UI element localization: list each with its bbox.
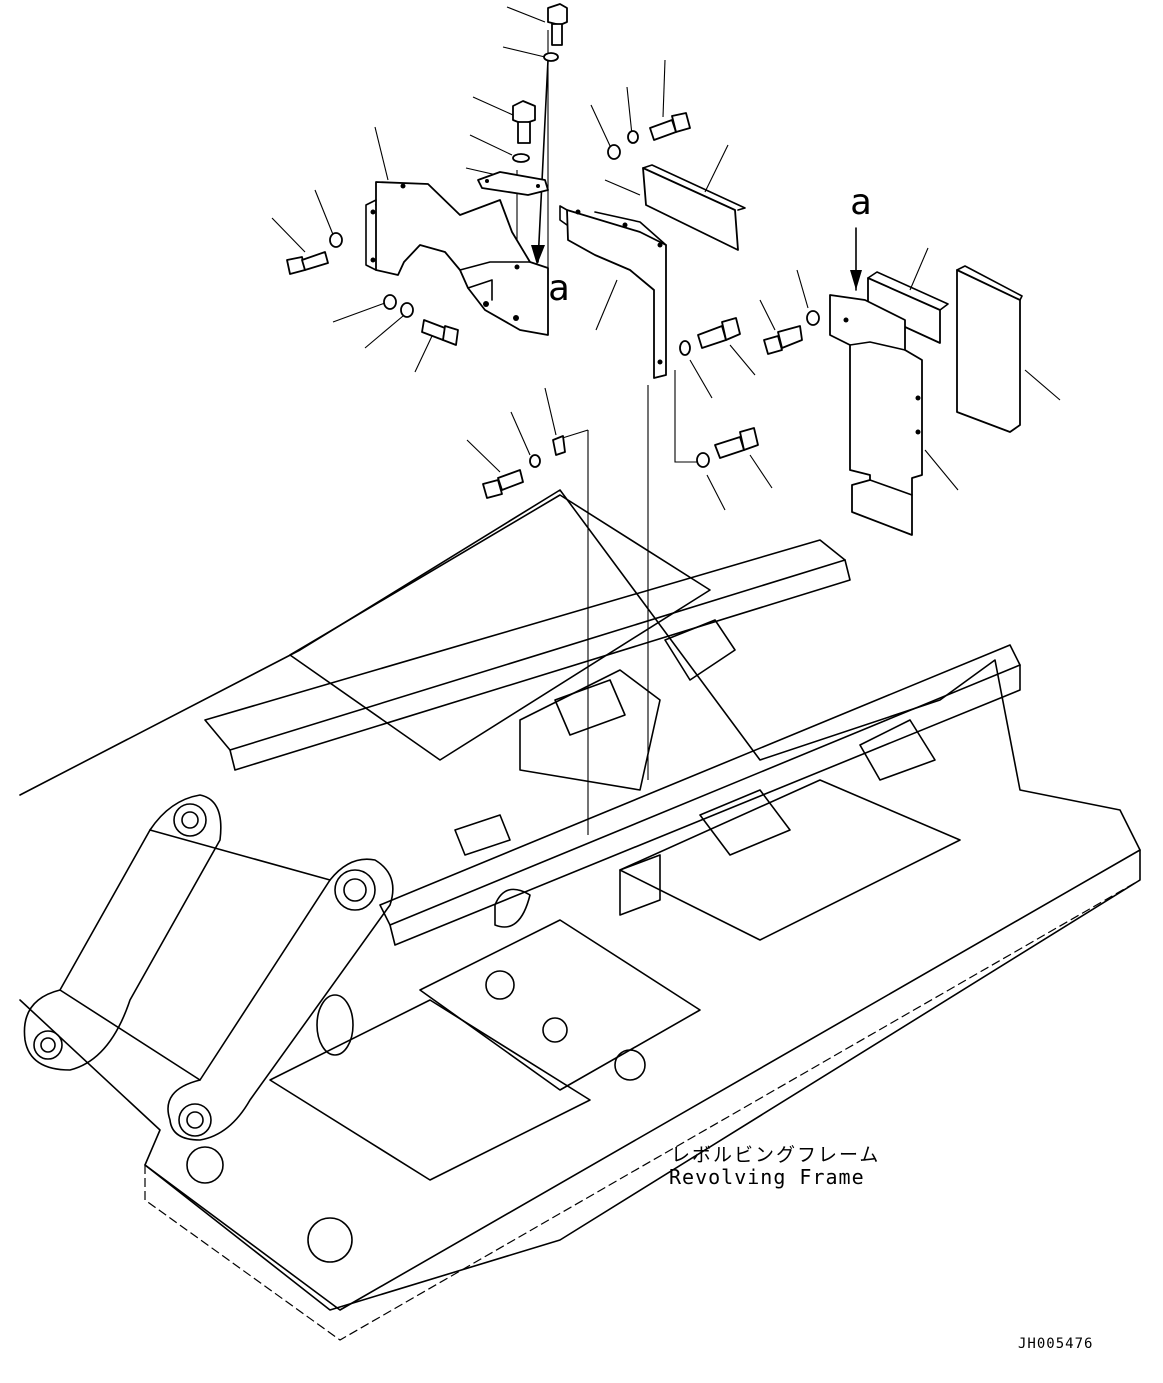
boom-pin-hole-lower-right bbox=[178, 1103, 212, 1137]
frame-cross-member-1 bbox=[289, 494, 711, 761]
cover-bracket-left-flange bbox=[365, 199, 377, 271]
boom-bracket-right bbox=[167, 858, 394, 1141]
frame-mount-bracket-1 bbox=[664, 619, 736, 681]
cover-bracket-middle-flange bbox=[559, 205, 568, 226]
bolts bbox=[286, 3, 820, 499]
cover-bracket-left bbox=[365, 181, 549, 336]
frame-cross-member-4 bbox=[419, 919, 701, 1091]
drawing-number: JH005476 bbox=[1018, 1336, 1094, 1352]
frame-beam-lower-side bbox=[389, 664, 1021, 946]
boom-pin-hole-lower-right-inner bbox=[186, 1111, 204, 1129]
view-marker-a-right: a bbox=[850, 182, 872, 223]
view-arrow-right-head bbox=[850, 270, 862, 290]
cushion-pad-middle bbox=[867, 277, 941, 344]
boom-pin-hole-upper-right bbox=[334, 869, 376, 911]
view-arrows bbox=[531, 59, 862, 291]
frame-access-hole bbox=[316, 994, 354, 1056]
frame-mount-bracket-3 bbox=[859, 719, 936, 781]
frame-cross-member-2 bbox=[519, 669, 661, 791]
cover-bracket-left-plate bbox=[375, 181, 549, 336]
boom-pin-hole-lower-left bbox=[33, 1030, 63, 1060]
frame-cross-member-3 bbox=[619, 779, 961, 941]
frame-beam-upper bbox=[204, 539, 846, 751]
frame-floor-opening-5 bbox=[186, 1146, 224, 1184]
revolving-frame bbox=[19, 489, 1141, 1341]
frame-slot-1 bbox=[494, 888, 531, 928]
cover-bracket-right-lower-fold bbox=[869, 479, 913, 496]
cover-bracket-right-fold bbox=[849, 341, 906, 351]
boom-pin-hole-upper-left bbox=[173, 803, 207, 837]
guide-line-7 bbox=[604, 179, 641, 196]
frame-mount-bracket-4 bbox=[699, 789, 791, 856]
cushion-pad-large bbox=[956, 269, 1021, 433]
cover-bracket-middle-plate bbox=[566, 209, 667, 379]
boom-bracket-left bbox=[23, 794, 222, 1071]
cover-bracket-middle bbox=[559, 205, 667, 379]
boom-pin-hole-lower-left-inner bbox=[40, 1037, 56, 1053]
cover-bracket-right-plate bbox=[829, 294, 923, 536]
frame-mount-bracket-2 bbox=[554, 679, 626, 736]
frame-floor-opening-2 bbox=[542, 1017, 568, 1043]
boom-pin-hole-upper-right-inner bbox=[343, 878, 367, 902]
cover-bracket-middle-top bbox=[594, 211, 667, 246]
retainer-plate bbox=[477, 171, 549, 196]
frame-mount-bracket-5 bbox=[454, 814, 511, 856]
boom-pin-hole-upper-left-inner bbox=[181, 811, 199, 829]
frame-base-front-edge bbox=[144, 849, 1141, 1311]
cover-bracket-left-fold-2 bbox=[467, 279, 493, 301]
frame-beam-upper-side bbox=[229, 559, 851, 771]
boom-bracket-web bbox=[59, 829, 331, 1081]
frame-mount-bracket-6 bbox=[619, 854, 661, 916]
frame-floor-opening-1 bbox=[485, 970, 515, 1000]
frame-label-japanese: レボルビングフレーム bbox=[671, 1144, 881, 1166]
view-marker-a-left: a bbox=[548, 268, 570, 309]
guide-line-3 bbox=[674, 370, 700, 463]
frame-floor-panel bbox=[269, 999, 591, 1181]
frame-label-english: Revolving Frame bbox=[669, 1165, 865, 1189]
view-arrow-left-head bbox=[531, 245, 545, 265]
cushion-pad-upper bbox=[642, 167, 739, 251]
frame-base-plate bbox=[19, 489, 1141, 1311]
frame-base-hidden-edge bbox=[144, 879, 1141, 1341]
view-arrow-left-shaft bbox=[537, 59, 549, 263]
assembly-guide-lines bbox=[374, 30, 700, 835]
cover-bracket-left-fold bbox=[459, 261, 531, 271]
frame-floor-opening-3 bbox=[614, 1049, 646, 1081]
leader-lines bbox=[271, 6, 1061, 511]
frame-floor-opening-4 bbox=[307, 1217, 353, 1263]
frame-beam-lower bbox=[379, 644, 1021, 926]
cover-bracket-right bbox=[829, 294, 923, 536]
